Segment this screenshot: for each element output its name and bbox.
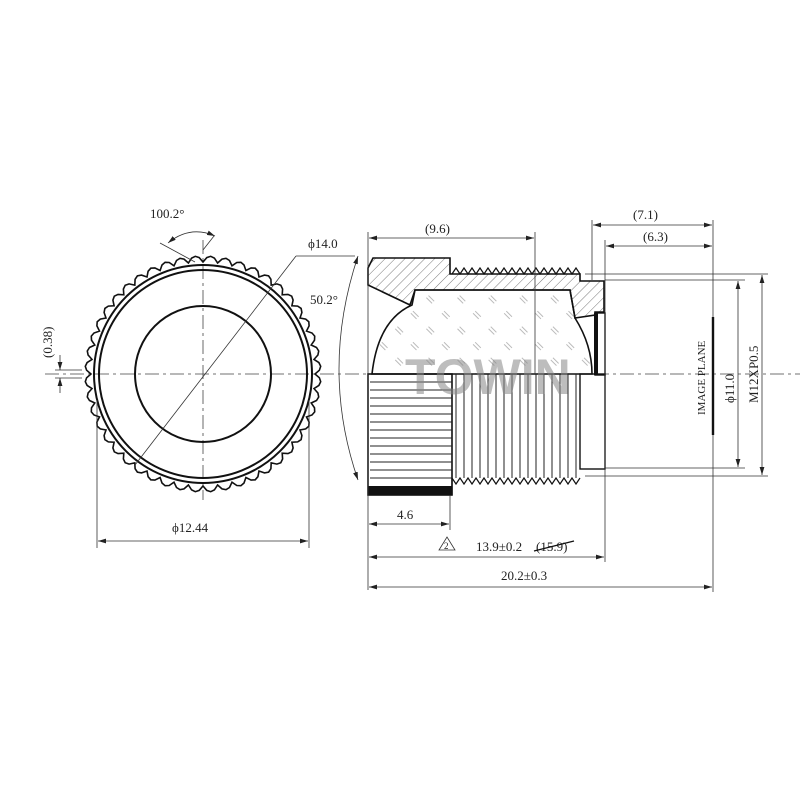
angle-arc xyxy=(167,230,216,244)
image-plane-label: IMAGE PLANE xyxy=(696,340,708,415)
back-focal-label: (7.1) xyxy=(633,207,658,222)
thread-profile xyxy=(451,266,581,495)
knurl-length-label: 4.6 xyxy=(397,507,414,522)
front-view: ϕ14.0 100.2° (0.38) ϕ12.44 xyxy=(40,206,800,548)
diameter-inner-label: ϕ11.0 xyxy=(722,374,737,403)
angle-top-label: 100.2° xyxy=(150,206,184,221)
revision-mark: 2 xyxy=(444,541,449,551)
diameter-leader-line xyxy=(134,255,297,466)
flange-to-plane-label: (6.3) xyxy=(643,229,668,244)
length-front-label: (9.6) xyxy=(425,221,450,236)
fov-angle-arc xyxy=(338,255,359,481)
rear-barrel xyxy=(579,373,606,470)
diameter-knurl-label: ϕ12.44 xyxy=(172,520,209,535)
diameter-outer-label: ϕ14.0 xyxy=(308,236,338,251)
body-length-label: 13.9±0.2 xyxy=(476,539,522,554)
revision-triangle-icon xyxy=(438,536,456,551)
fov-angle-label: 50.2° xyxy=(310,292,338,307)
watermark: TOWIN xyxy=(405,349,571,405)
offset-label: (0.38) xyxy=(40,327,55,358)
outer-ring xyxy=(93,264,313,484)
lens-aperture xyxy=(134,305,272,443)
knurled-outer-edge xyxy=(84,255,322,493)
thread-spec-label: M12XP0.5 xyxy=(746,346,761,403)
side-view: 50.2° (9.6) (7.1) (6.3) 4.6 2 13.9±0.2 (… xyxy=(310,207,768,592)
housing-section xyxy=(367,257,605,319)
total-length-label: 20.2±0.3 xyxy=(501,568,547,583)
lens-element xyxy=(371,289,593,375)
inner-ring xyxy=(98,269,308,479)
strikethrough xyxy=(533,540,575,552)
